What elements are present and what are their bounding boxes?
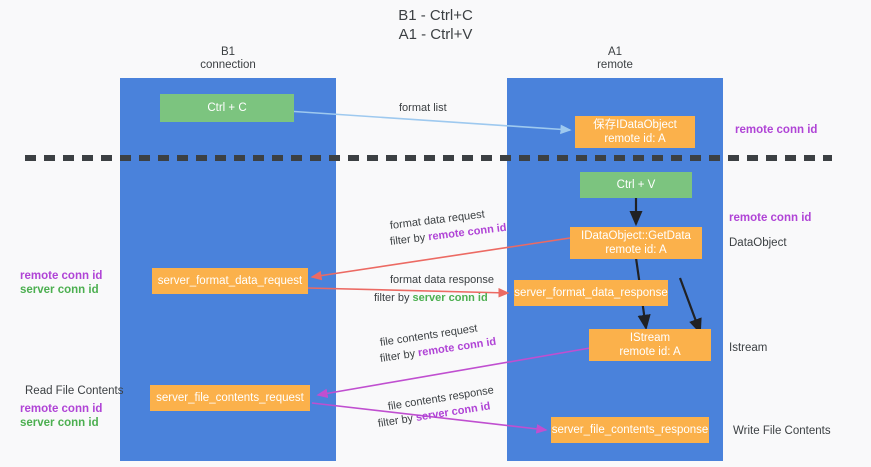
edge-label-format-data-response: format data response filter by server co… [374, 273, 494, 305]
filter-prefix: filter by [374, 292, 413, 304]
node-ctrl-v[interactable]: Ctrl + V [580, 172, 692, 198]
page-title: B1 - Ctrl+C A1 - Ctrl+V [0, 6, 871, 44]
phase-separator-dashed-line [25, 155, 832, 161]
edge-label-file-contents-request: file contents request filter by remote c… [379, 323, 497, 366]
node-server-file-contents-response-label: server_file_contents_response [551, 424, 709, 436]
node-server-file-contents-request-label: server_file_contents_request [156, 392, 304, 404]
annotation-dataobject: DataObject [729, 237, 787, 249]
node-ctrl-v-label: Ctrl + V [616, 179, 656, 191]
annotation-read-file-contents: Read File Contents [25, 385, 124, 397]
edge-label-format-data-request: format data request filter by remote con… [389, 208, 507, 249]
node-server-file-contents-response[interactable]: server_file_contents_response [551, 417, 709, 443]
column-header-left-role: connection [200, 59, 256, 71]
node-server-format-data-request-label: server_format_data_request [157, 275, 303, 287]
node-istream-line2: remote id: A [619, 346, 681, 358]
title-line-1: B1 - Ctrl+C [398, 7, 473, 24]
annotation-left-server-conn-id-1: server conn id [20, 284, 99, 296]
node-save-idataobject[interactable]: 保存IDataObject remote id: A [575, 116, 695, 148]
annotation-remote-conn-id-top: remote conn id [735, 124, 818, 136]
node-ctrl-c-label: Ctrl + C [207, 102, 247, 114]
edge-label-format-data-response-text: format data response [390, 274, 494, 286]
edge-label-format-list-text: format list [399, 102, 447, 114]
node-server-file-contents-request[interactable]: server_file_contents_request [150, 385, 310, 411]
annotation-left-remote-conn-id-2: remote conn id [20, 403, 103, 415]
node-idataobject-getdata-line1: IDataObject::GetData [581, 230, 691, 242]
annotation-write-file-contents: Write File Contents [733, 425, 831, 437]
filter-prefix: filter by [377, 412, 417, 430]
node-save-idataobject-line2: remote id: A [604, 133, 666, 145]
filter-prefix: filter by [389, 231, 429, 248]
annotation-istream: Istream [729, 342, 768, 354]
column-header-right-role: remote [597, 59, 633, 71]
node-idataobject-getdata-line2: remote id: A [605, 244, 667, 256]
column-header-right: A1 remote [507, 46, 723, 72]
filter-key-server-conn-id: server conn id [412, 292, 488, 304]
title-line-2: A1 - Ctrl+V [398, 26, 473, 43]
node-server-format-data-response[interactable]: server_format_data_response [514, 280, 668, 306]
annotation-remote-conn-id-middle: remote conn id [729, 212, 812, 224]
annotation-left-server-conn-id-2: server conn id [20, 417, 99, 429]
node-idataobject-getdata[interactable]: IDataObject::GetData remote id: A [570, 227, 702, 259]
filter-prefix: filter by [379, 347, 419, 365]
edge-label-file-contents-response: file contents response filter by server … [377, 384, 495, 431]
node-istream-line1: IStream [629, 332, 671, 344]
node-ctrl-c[interactable]: Ctrl + C [160, 94, 294, 122]
column-header-right-name: A1 [607, 46, 623, 58]
node-save-idataobject-line1: 保存IDataObject [593, 119, 677, 131]
edge-label-format-data-response-filter: filter by server conn id [374, 291, 494, 305]
column-header-left-name: B1 [220, 46, 236, 58]
node-server-format-data-response-label: server_format_data_response [514, 287, 668, 299]
annotation-left-remote-conn-id-1: remote conn id [20, 270, 103, 282]
edge-label-format-list: format list [399, 101, 447, 115]
node-istream[interactable]: IStream remote id: A [589, 329, 711, 361]
node-server-format-data-request[interactable]: server_format_data_request [152, 268, 308, 294]
column-header-left: B1 connection [120, 46, 336, 72]
